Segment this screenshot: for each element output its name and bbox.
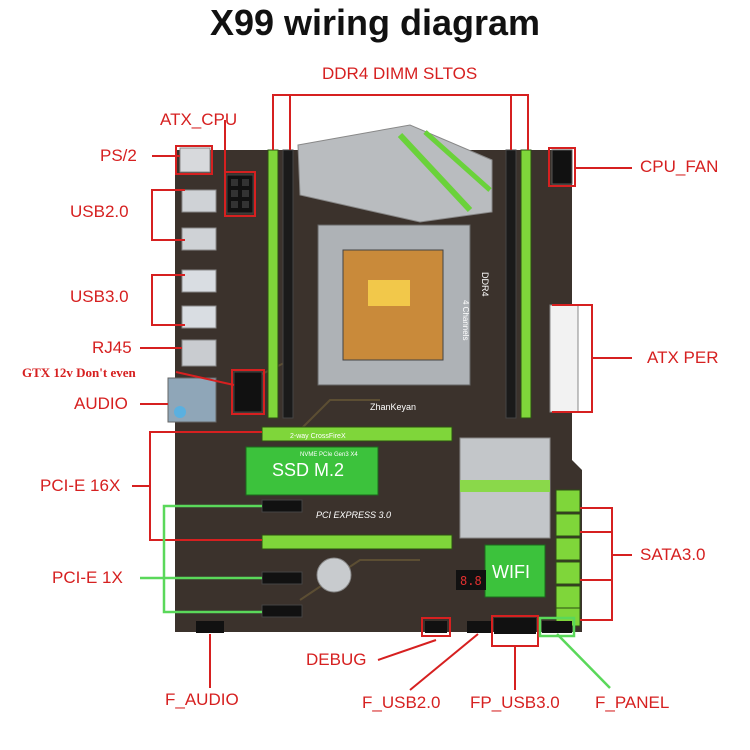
crossfire-silkscreen: 2-way CrossFireX	[290, 433, 346, 440]
nvme-silkscreen: NVME PCIe Gen3 X4	[300, 452, 358, 458]
atx-cpu-label: ATX_CPU	[160, 110, 238, 129]
f-audio-label: F_AUDIO	[165, 690, 239, 709]
gtx-warning-label: GTX 12v Don't even	[22, 365, 136, 380]
dimm-slot	[505, 149, 517, 419]
gtx-line	[175, 371, 235, 386]
ps2-port	[179, 147, 211, 173]
f-audio-header	[196, 621, 224, 633]
usb20-port	[181, 227, 217, 251]
f-panel-header	[542, 621, 572, 633]
fp-usb30-header	[494, 618, 536, 634]
atx-cpu-connector	[226, 174, 254, 214]
svg-text:8.8: 8.8	[460, 574, 482, 588]
audio-label: AUDIO	[74, 394, 128, 413]
cpu-fan-header	[551, 149, 573, 185]
ssd-m2-slot	[245, 446, 379, 496]
f-usb20-line	[409, 633, 479, 691]
gtx-12v-connector	[233, 371, 263, 413]
usb30-port	[181, 305, 217, 329]
usb30-label: USB3.0	[70, 287, 129, 306]
usb30-bracket	[151, 274, 185, 326]
debug-header	[425, 621, 447, 633]
rj45-port	[181, 339, 217, 367]
cpu-fan-label: CPU_FAN	[640, 157, 719, 176]
channels-silkscreen: 4 Channels	[461, 300, 470, 340]
pcie-16x-slot	[261, 426, 453, 442]
pci-express-silkscreen: PCI EXPRESS 3.0	[316, 510, 391, 520]
dimm-slot	[267, 149, 279, 419]
cmos-battery	[316, 557, 352, 593]
pcie1-label: PCI-E 1X	[52, 568, 123, 587]
ddr4-bracket	[272, 94, 529, 150]
wifi-module	[484, 544, 546, 598]
brand-silkscreen: ZhanKeyan	[370, 402, 416, 412]
pcie-1x-slot	[261, 499, 303, 513]
f-usb20-label: F_USB2.0	[362, 693, 441, 712]
audio-jack	[174, 406, 186, 418]
rj45-label: RJ45	[92, 338, 132, 357]
ddr4-label: DDR4 DIMM SLTOS	[322, 64, 478, 83]
f-panel-label: F_PANEL	[595, 693, 670, 712]
page-title: X99 wiring diagram	[209, 2, 541, 43]
dimm-slot	[520, 149, 532, 419]
pcie16-label: PCI-E 16X	[40, 476, 121, 495]
atx-main-connector	[549, 304, 579, 413]
pcie-1x-slot	[261, 604, 303, 618]
usb20-bracket	[151, 189, 185, 241]
debug-line	[377, 639, 437, 661]
debug-led-display	[456, 570, 486, 590]
sata-bracket	[580, 507, 613, 621]
debug-label: DEBUG	[306, 650, 367, 669]
pcie-16x-slot	[261, 534, 453, 550]
fp-usb30-label: FP_USB3.0	[470, 693, 560, 712]
usb20-label: USB2.0	[70, 202, 129, 221]
usb30-port	[181, 269, 217, 293]
dimm-slot	[282, 149, 294, 419]
ssd-m2-label: SSD M.2	[272, 460, 344, 480]
f-panel-line	[556, 633, 611, 689]
usb20-port	[181, 189, 217, 213]
wifi-label: WIFI	[492, 562, 530, 582]
sata-ports	[555, 489, 581, 627]
sata-label: SATA3.0	[640, 545, 706, 564]
pcie1-bracket	[162, 504, 262, 614]
ps2-label: PS/2	[100, 146, 137, 165]
atx-per-label: ATX PER	[647, 348, 719, 367]
ddr4-silkscreen: DDR4	[480, 272, 490, 297]
pcie-1x-slot	[261, 571, 303, 585]
rear-io	[167, 147, 217, 423]
f-usb20-header	[467, 621, 491, 633]
